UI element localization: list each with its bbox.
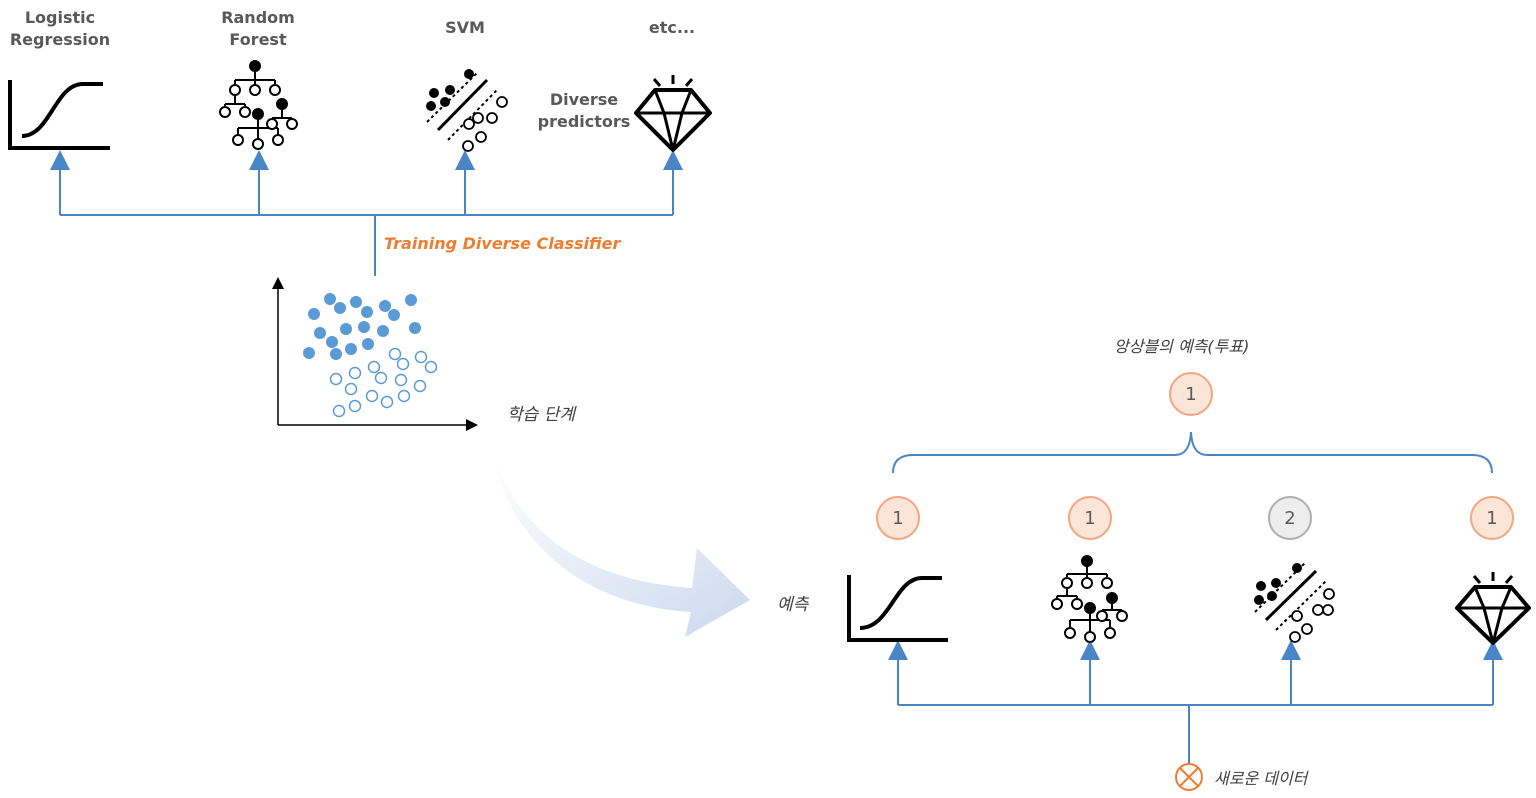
diamond-icon [1455, 572, 1531, 645]
random-forest-icon [219, 60, 298, 150]
scatter-class-a [303, 293, 421, 360]
prediction-label: 예측 [777, 595, 809, 615]
scatter-axes [272, 277, 478, 431]
ensemble-prediction-label: 앙상블의 예측(투표) [1114, 337, 1250, 356]
vote-badge-etc: 1 [1470, 496, 1514, 540]
model-label-logistic-regression: Logistic Regression [9, 8, 111, 49]
training-classifier-label: Training Diverse Classifier [384, 234, 621, 253]
vote-badge-logistic-regression: 1 [876, 496, 920, 540]
vote-badge-svm: 2 [1268, 496, 1312, 540]
vote-badge-random-forest: 1 [1068, 496, 1112, 540]
logistic-regression-icon [847, 575, 948, 642]
scatter-class-b [329, 347, 438, 418]
training-stage-label: 학습 단계 [507, 405, 575, 425]
new-data-label: 새로운 데이터 [1214, 769, 1308, 788]
ensemble-vote-badge: 1 [1169, 372, 1213, 416]
svm-icon [1254, 561, 1335, 643]
diverse-predictors-label: Diverse predictors [537, 90, 631, 131]
ensemble-brace [892, 431, 1493, 474]
transition-arrow [492, 453, 750, 637]
training-connectors [50, 150, 683, 276]
new-data-icon [1175, 763, 1203, 791]
logistic-regression-icon [8, 80, 110, 150]
prediction-connectors [888, 640, 1503, 765]
model-label-svm: SVM [445, 18, 485, 37]
diamond-icon [634, 75, 712, 152]
model-label-random-forest: Random Forest [221, 8, 295, 49]
model-label-etc: etc... [648, 18, 696, 37]
random-forest-icon [1051, 555, 1128, 643]
svm-icon [426, 69, 508, 152]
